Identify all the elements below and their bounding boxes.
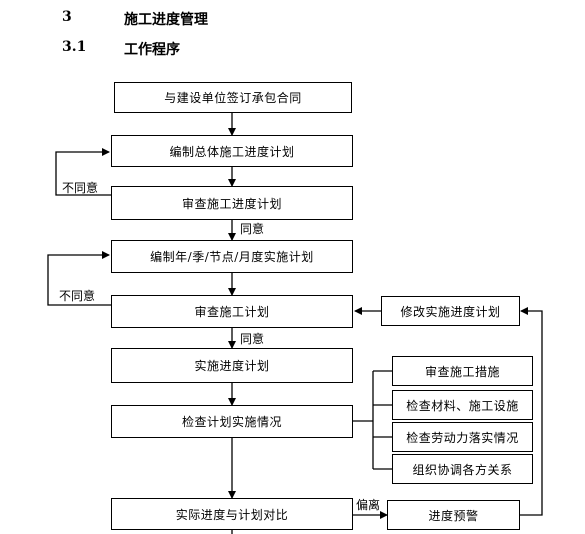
- review-master-plan-box: 审查施工进度计划: [111, 186, 353, 220]
- section-number: 3: [62, 9, 72, 25]
- agree-label-2: 同意: [240, 332, 265, 346]
- prepare-master-plan-box: 编制总体施工进度计划: [111, 135, 353, 167]
- revise-plan-box: 修改实施进度计划: [381, 296, 520, 326]
- subsection-title: 工作程序: [124, 42, 180, 58]
- compare-actual-box: 实际进度与计划对比: [111, 498, 353, 530]
- check-execution-box: 检查计划实施情况: [111, 405, 353, 438]
- check-measures-box: 审查施工措施: [392, 356, 533, 386]
- subsection-number: 3.1: [62, 39, 87, 55]
- check-labor-box: 检查劳动力落实情况: [392, 422, 533, 452]
- disagree-label-1: 不同意: [62, 181, 99, 195]
- sign-contract-box: 与建设单位签订承包合同: [114, 82, 352, 113]
- prepare-periodic-plan-box: 编制年/季/节点/月度实施计划: [111, 240, 353, 273]
- disagree-label-2: 不同意: [59, 289, 96, 303]
- deviation-label: 偏离: [356, 498, 381, 512]
- warning-box: 进度预警: [387, 500, 520, 530]
- section-title: 施工进度管理: [124, 12, 208, 28]
- coordinate-box: 组织协调各方关系: [392, 454, 533, 484]
- review-plan-box: 审查施工计划: [111, 295, 353, 328]
- agree-label-1: 同意: [240, 222, 265, 236]
- execute-plan-box: 实施进度计划: [111, 348, 353, 383]
- check-materials-box: 检查材料、施工设施: [392, 390, 533, 420]
